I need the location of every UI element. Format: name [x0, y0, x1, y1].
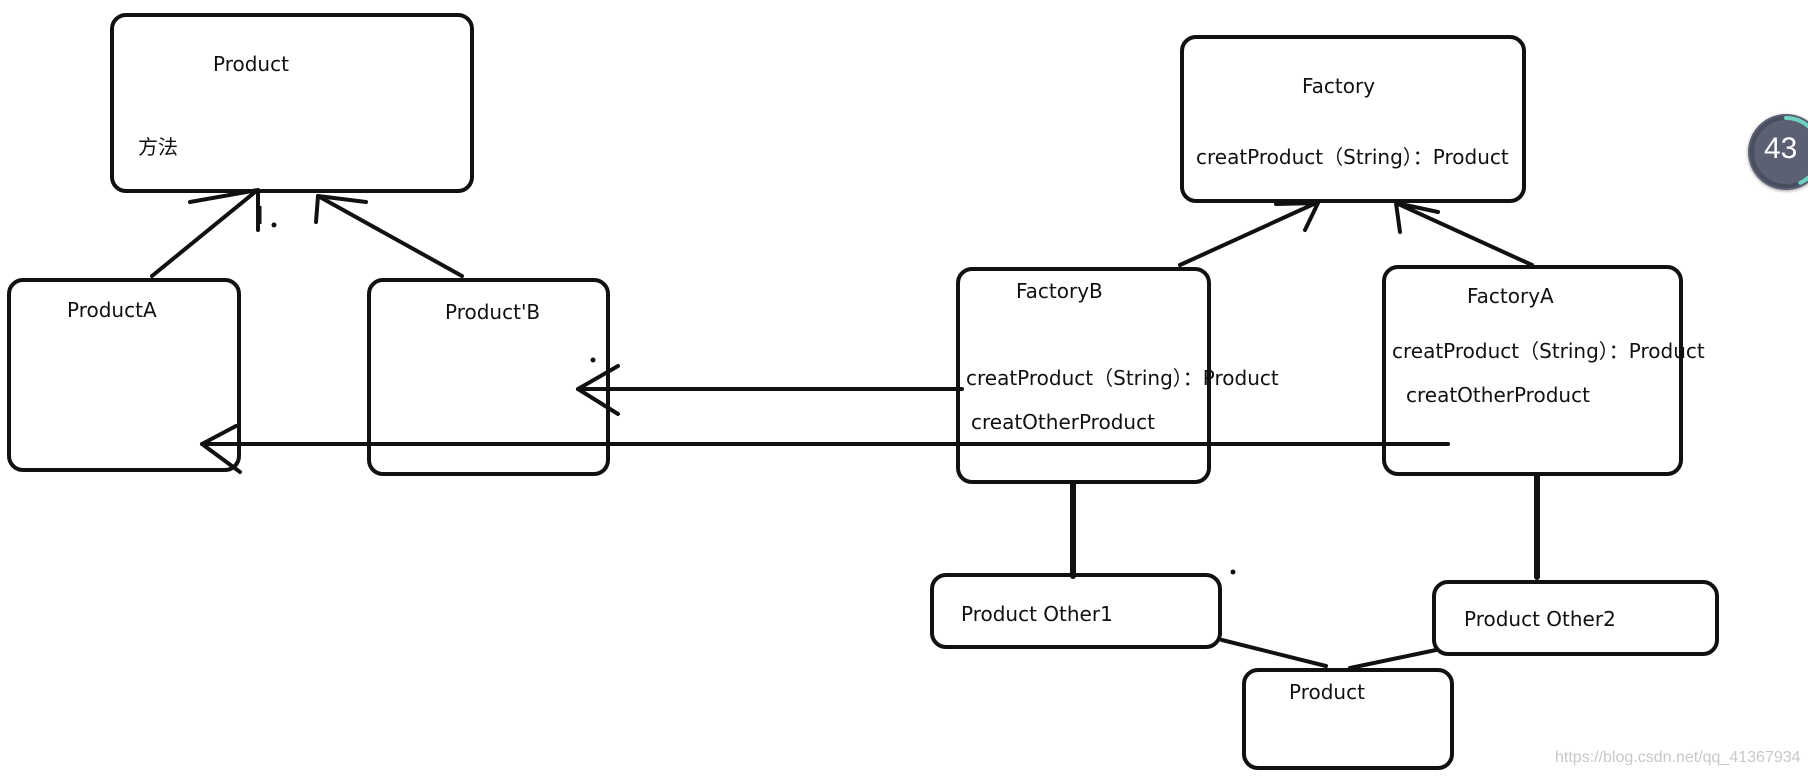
product-other1-title: Product Other1	[961, 602, 1113, 626]
arrowhead-to-productb	[576, 364, 620, 416]
factory-class-box	[1180, 35, 1526, 203]
edge-factorya-to-factory	[1394, 201, 1534, 267]
stray-dot	[1230, 569, 1236, 575]
edge-producta-to-product	[150, 190, 257, 278]
edge-factoryb-to-factory	[1178, 201, 1318, 267]
product-class-method: 方法	[138, 135, 178, 159]
factoryb-method-creatotherproduct: creatOtherProduct	[971, 410, 1155, 434]
productb-class-title: Product'B	[445, 300, 541, 324]
product-class-title: Product	[213, 52, 289, 76]
progress-ring	[1750, 116, 1808, 188]
factorya-method-creatproduct: creatProduct（String）：Product	[1392, 339, 1705, 363]
arrowhead-factoryb	[1274, 201, 1320, 232]
productb-class-box	[367, 278, 610, 476]
factoryb-class-title: FactoryB	[1016, 279, 1103, 303]
arrowhead-productb	[314, 194, 368, 224]
progress-badge[interactable]: 43 %	[1748, 114, 1808, 190]
factorya-class-title: FactoryA	[1467, 284, 1554, 308]
producta-class-title: ProductA	[67, 298, 157, 322]
product-other2-title: Product Other2	[1464, 607, 1616, 631]
progress-value: 43	[1764, 132, 1798, 165]
stray-dot	[271, 222, 277, 228]
product-bottom-box	[1242, 668, 1454, 770]
product-class-box	[110, 13, 474, 193]
producta-class-box	[7, 278, 241, 472]
progress-arc	[1750, 116, 1808, 188]
factory-class-title: Factory	[1302, 74, 1376, 98]
product-other2-box	[1432, 580, 1719, 656]
factorya-class-box	[1382, 265, 1683, 476]
product-other1-box	[930, 573, 1222, 649]
watermark: https://blog.csdn.net/qq_41367934	[1555, 749, 1801, 766]
edge-other2-to-product	[1348, 648, 1438, 670]
arrowhead-factorya	[1394, 201, 1440, 234]
stray-dot	[590, 357, 596, 363]
edge-other1-to-product	[1220, 638, 1328, 668]
factoryb-class-box	[956, 267, 1211, 484]
factorya-method-creatotherproduct: creatOtherProduct	[1406, 383, 1590, 407]
factoryb-method-creatproduct: creatProduct（String）：Product	[966, 366, 1279, 390]
factory-class-method: creatProduct（String）：Product	[1196, 145, 1509, 169]
product-bottom-title: Product	[1289, 680, 1365, 704]
edge-productb-to-product	[316, 194, 464, 278]
